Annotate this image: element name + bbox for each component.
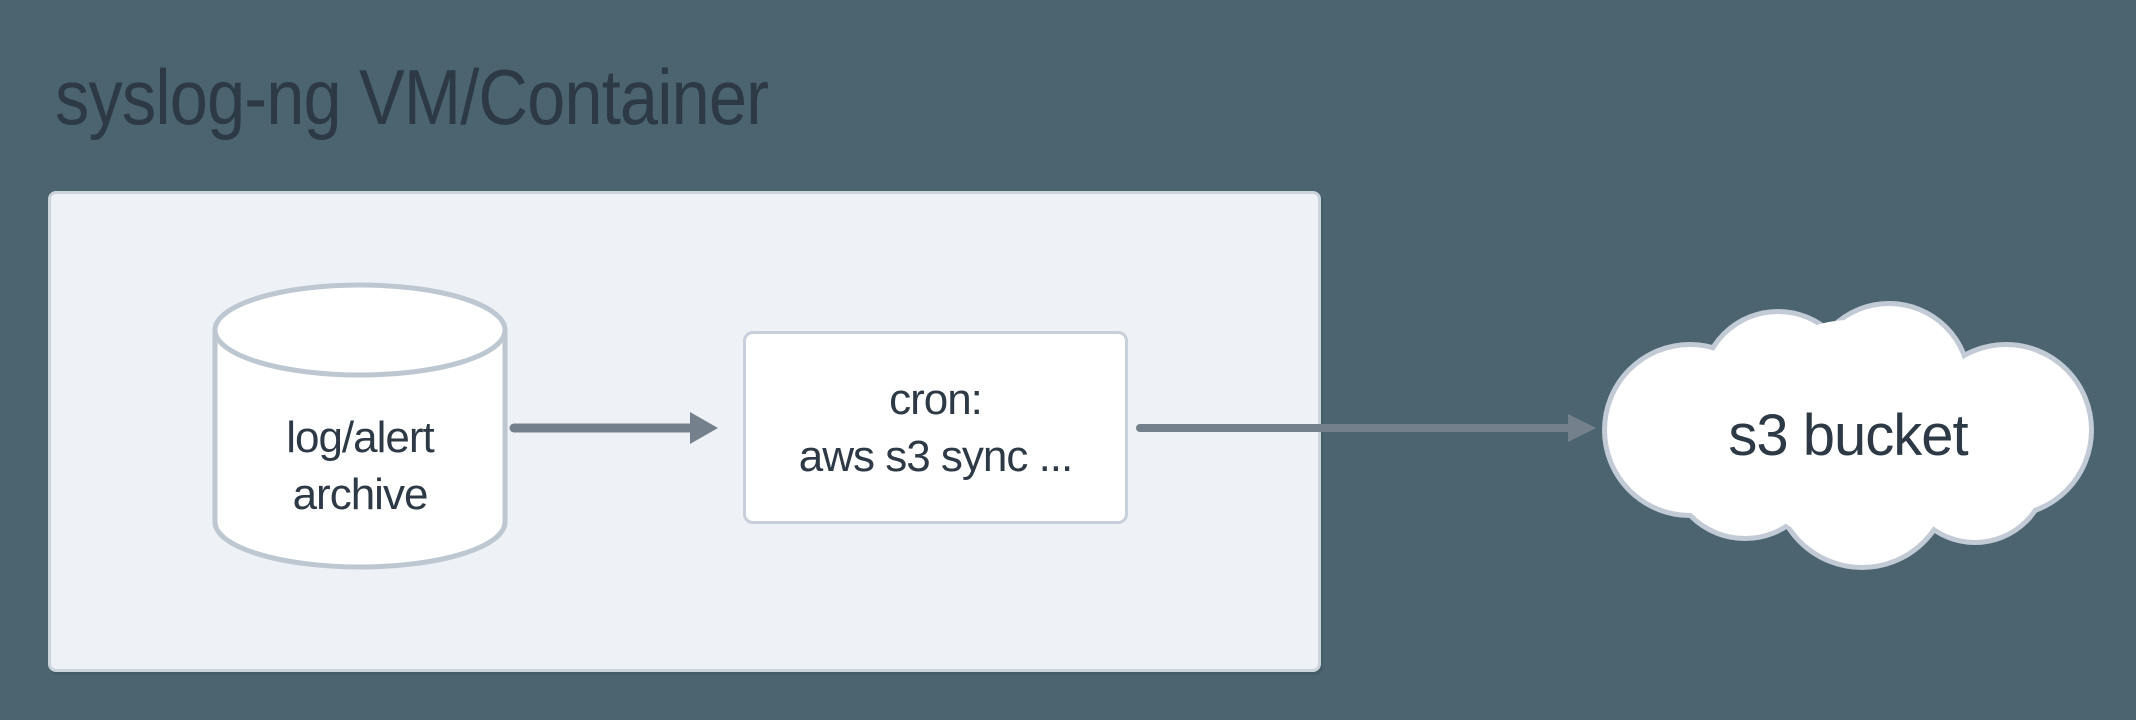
cron-node-label-line2: aws s3 sync ... [798,431,1074,481]
archive-label-line2: archive [292,470,429,519]
archive-label-line1: log/alert [286,413,435,462]
cron-node-label-line1: cron: [889,374,983,424]
arrowhead-icon [1568,414,1596,442]
diagram-title: syslog-ng VM/Container [55,53,769,141]
archive-node-label: log/alert archive [215,373,505,559]
cron-node: cron: aws s3 sync ... [743,331,1128,524]
s3-node-label: s3 bucket [1607,306,2089,565]
s3-label-text: s3 bucket [1728,402,1968,468]
